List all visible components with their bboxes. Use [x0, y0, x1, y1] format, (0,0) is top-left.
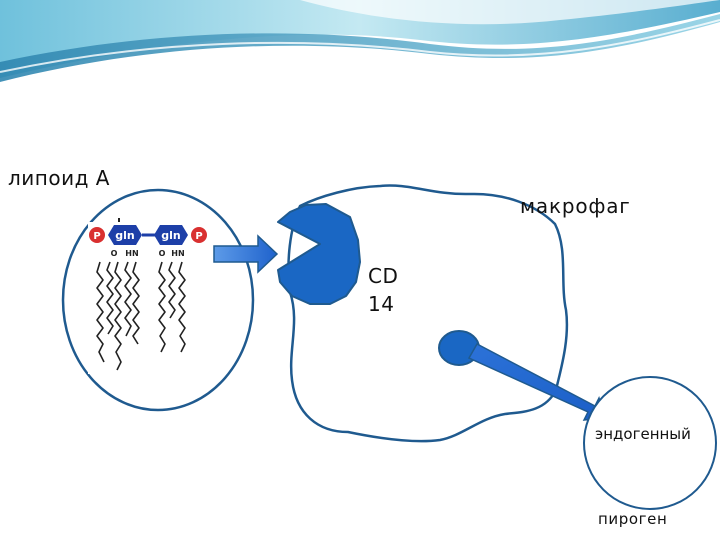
fatty-acid-chains	[96, 261, 186, 371]
header-wave-decoration	[0, 0, 720, 82]
link-o-right: O	[159, 249, 166, 258]
sugar-left-label: gln	[115, 229, 134, 242]
sugar-right-badge	[154, 225, 188, 245]
phosphate-left-badge	[89, 227, 105, 243]
endogenous-label: эндогенный	[595, 425, 691, 443]
link-hn-right: HN	[171, 249, 184, 258]
binding-arrow	[213, 234, 279, 274]
phosphate-right-label: P	[195, 231, 202, 242]
macrophage-label: макрофаг	[520, 194, 631, 218]
cd14-label-line1: CD	[368, 264, 399, 288]
phosphate-left-label: P	[93, 231, 100, 242]
phosphate-right-badge	[191, 227, 207, 243]
lipid-a-label: липоид А	[8, 166, 110, 190]
endogenous-pyrogen-circle	[583, 376, 717, 510]
pyrogen-label: пироген	[598, 510, 668, 528]
lipid-a-molecule: P gln gln P O HN O HN	[88, 222, 213, 374]
cd14-label-line2: 14	[368, 292, 395, 316]
sugar-left-badge	[108, 225, 142, 245]
cd14-receptor	[277, 203, 361, 305]
sugar-right-label: gln	[161, 229, 180, 242]
link-o-left: O	[111, 249, 118, 258]
cd14-label: CD 14	[368, 262, 398, 318]
link-hn-left: HN	[125, 249, 138, 258]
